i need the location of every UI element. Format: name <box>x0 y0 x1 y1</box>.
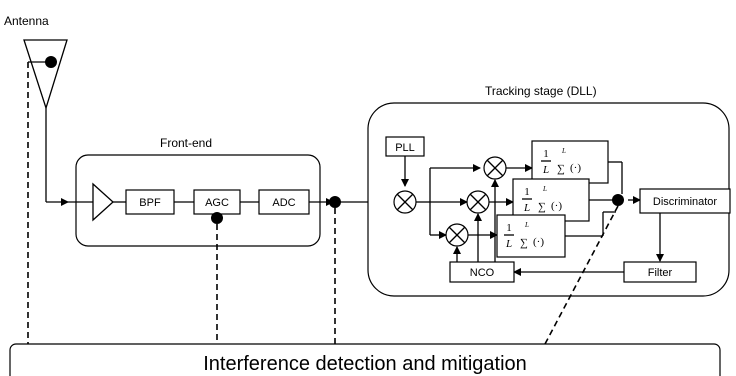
interference-label: Interference detection and mitigation <box>203 353 527 375</box>
svg-text:L: L <box>524 221 529 229</box>
adc-output-probe <box>329 196 341 208</box>
tracking-stage-label: Tracking stage (DLL) <box>485 84 597 98</box>
early-integrator-block: 1 L L ∑ (·) <box>531 140 609 184</box>
antenna-icon <box>23 39 68 202</box>
nco-label: NCO <box>470 267 495 279</box>
agc-label: AGC <box>205 197 229 209</box>
interference-box <box>9 343 721 376</box>
late-mixer-icon <box>445 223 469 247</box>
prompt-integrator-block: 1 L L ∑ (·) <box>512 178 590 222</box>
prompt-mixer-icon <box>466 190 490 214</box>
agc-probe <box>211 212 223 224</box>
adc-label: ADC <box>272 197 295 209</box>
discriminator-label: Discriminator <box>653 196 718 208</box>
svg-text:L: L <box>542 164 549 176</box>
bpf-block <box>125 189 175 215</box>
antenna-probe <box>28 56 57 68</box>
pll-mixer-icon <box>393 190 417 214</box>
svg-text:L: L <box>505 238 512 250</box>
svg-text:∑: ∑ <box>520 237 528 249</box>
antenna-label: Antenna <box>4 14 49 28</box>
nco-block <box>449 261 515 283</box>
correlator-output-probe <box>612 194 624 206</box>
svg-text:1: 1 <box>506 222 512 234</box>
amplifier-icon <box>68 182 126 222</box>
svg-text:L: L <box>561 147 566 155</box>
late-integrator-block: 1 L L ∑ (·) <box>496 214 566 258</box>
adc-block <box>258 189 310 215</box>
svg-text:∑: ∑ <box>557 163 565 175</box>
svg-text:(·): (·) <box>570 162 581 174</box>
bpf-label: BPF <box>139 197 161 209</box>
pll-label: PLL <box>395 142 415 154</box>
svg-text:L: L <box>523 202 530 214</box>
svg-text:L: L <box>542 185 547 193</box>
early-mixer-icon <box>483 156 507 180</box>
filter-label: Filter <box>648 267 673 279</box>
correlator-dashed-link <box>544 205 619 345</box>
front-end-label: Front-end <box>160 136 212 150</box>
svg-text:(·): (·) <box>533 236 544 248</box>
discriminator-block <box>639 188 731 214</box>
svg-text:1: 1 <box>524 186 530 198</box>
svg-text:∑: ∑ <box>538 201 546 213</box>
svg-text:1: 1 <box>543 148 549 160</box>
svg-text:(·): (·) <box>551 200 562 212</box>
